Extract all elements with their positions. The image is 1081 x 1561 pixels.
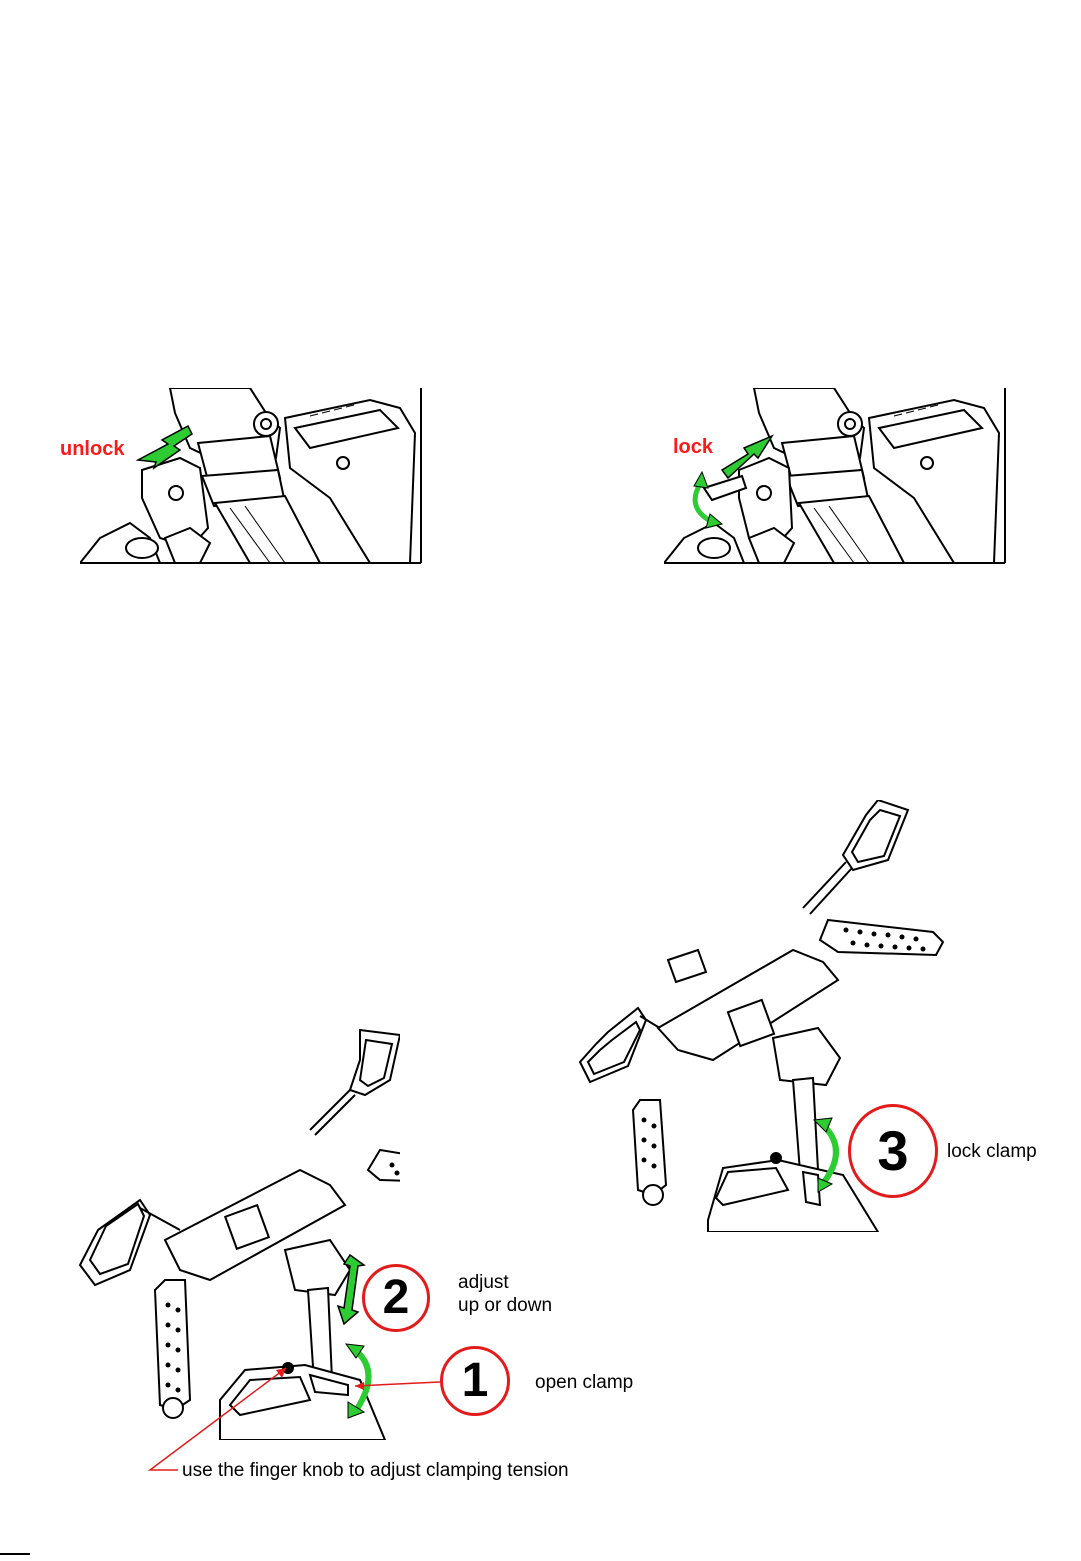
step-2-badge: 2 xyxy=(362,1264,430,1332)
step-1-number: 1 xyxy=(462,1354,489,1407)
step-3-label: lock clamp xyxy=(947,1141,1037,1162)
step-1-label: open clamp xyxy=(535,1372,633,1393)
step-2-label-line1: adjust xyxy=(458,1272,509,1293)
step-3-number: 3 xyxy=(877,1119,908,1182)
step-2-number: 2 xyxy=(383,1271,410,1324)
step-2-label-line2: up or down xyxy=(458,1295,552,1316)
step-1-badge: 1 xyxy=(440,1346,510,1416)
footer-rule xyxy=(0,1553,30,1555)
step-3-badge: 3 xyxy=(848,1104,938,1198)
tension-note: use the finger knob to adjust clamping t… xyxy=(182,1460,569,1481)
